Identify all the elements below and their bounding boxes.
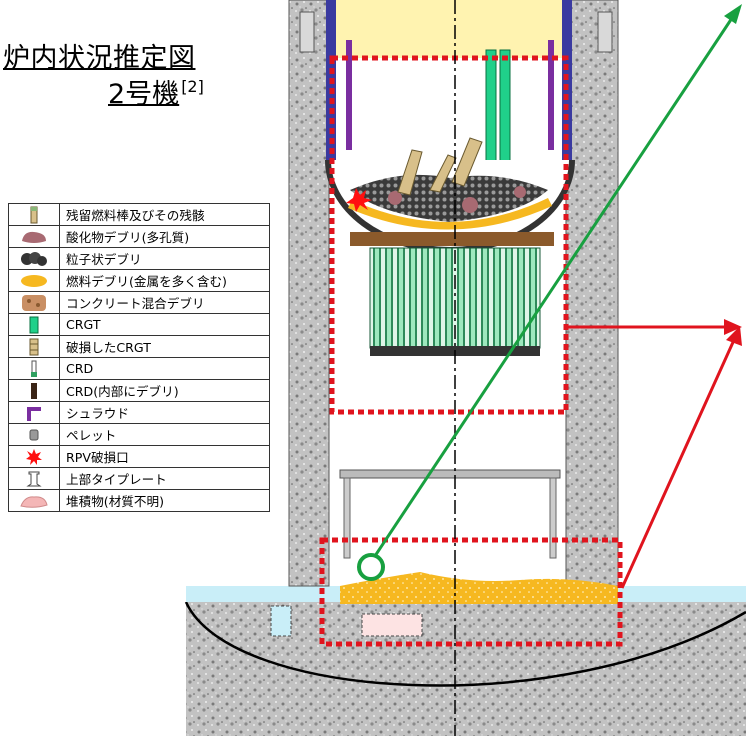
legend-label: コンクリート混合デブリ [59, 291, 270, 314]
legend-label: 粒子状デブリ [59, 247, 270, 270]
oxide-debris-lump-2 [462, 197, 478, 213]
legend-row: ペレット [8, 423, 270, 446]
crd-housing-lower [339, 469, 561, 479]
unit-name: 2号機 [108, 79, 180, 110]
legend-row: 堆積物(材質不明) [8, 489, 270, 512]
oxide-debris-icon [22, 231, 46, 243]
left-wall-upper-notch [299, 11, 315, 53]
legend-row: 破損したCRGT [8, 335, 270, 358]
right-wall-upper-notch [597, 11, 613, 53]
oxide-debris-lump-1 [388, 191, 402, 205]
crd-support-left [343, 477, 351, 559]
diagram-title: 炉内状況推定図 [3, 43, 196, 74]
residual-fuel-rods [397, 137, 483, 196]
legend-row: RPV破損口 [8, 445, 270, 468]
legend-row: コンクリート混合デブリ [8, 291, 270, 314]
legend-label: 堆積物(材質不明) [59, 489, 270, 512]
rpv-breach-mark [346, 188, 372, 212]
legend-label: CRD(内部にデブリ) [59, 379, 270, 402]
legend-label: 燃料デブリ(金属を多く含む) [59, 269, 270, 292]
dashed-box-upper [329, 55, 569, 415]
damaged-crgt-icon [29, 338, 39, 355]
unit-title: 2号機[2] [108, 72, 204, 111]
metal-debris-pedestal-floor [340, 572, 618, 604]
deposit-icon [20, 495, 48, 508]
shroud-icon [27, 406, 41, 421]
legend-label: 残留燃料棒及びその残骸 [59, 203, 270, 226]
dashed-box-lower [319, 537, 623, 647]
core-plate [350, 232, 554, 246]
sump-pit-left [270, 605, 292, 637]
crd-debris-icon [31, 382, 37, 399]
crd-support-right [549, 477, 557, 559]
legend-row: CRGT [8, 313, 270, 336]
legend-row: 残留燃料棒及びその残骸 [8, 203, 270, 226]
oxide-debris-lump-3 [514, 186, 526, 198]
shroud-right [548, 40, 554, 150]
legend-label: 酸化物デブリ(多孔質) [59, 225, 270, 248]
residual-fuel-rod-icon [30, 206, 38, 223]
red-arrow-diagonal [620, 339, 736, 589]
metal-fuel-debris-icon [21, 274, 47, 287]
sump-pit-right [361, 613, 423, 637]
left-wall [288, 0, 330, 587]
red-arrowhead-1 [724, 319, 742, 335]
legend-label: 破損したCRGT [59, 335, 270, 358]
concrete-debris-icon [22, 294, 46, 311]
legend-row: シュラウド [8, 401, 270, 424]
upper-tie-plate-icon [26, 471, 42, 486]
legend-table: 残留燃料棒及びその残骸 酸化物デブリ(多孔質) 粒子状デブリ 燃料デブリ(金属を… [8, 203, 270, 512]
legend-row: CRD(内部にデブリ) [8, 379, 270, 402]
legend-label: CRD [59, 357, 270, 380]
pellet-icon [29, 429, 39, 440]
legend-label: RPV破損口 [59, 445, 270, 468]
rpv-breach-icon [26, 448, 42, 465]
shroud-left [346, 40, 352, 150]
metal-debris-layer [348, 198, 552, 230]
bottom-concrete-pedestal [184, 586, 746, 736]
green-arrowhead [724, 4, 742, 24]
right-wall [565, 0, 619, 587]
reference-mark: [2] [181, 77, 204, 96]
legend-label: CRGT [59, 313, 270, 336]
legend-row: 燃料デブリ(金属を多く含む) [8, 269, 270, 292]
legend-row: 上部タイプレート [8, 467, 270, 490]
legend-label: ペレット [59, 423, 270, 446]
particulate-debris-icon [21, 251, 47, 266]
legend-row: 粒子状デブリ [8, 247, 270, 270]
green-target-circle [357, 553, 385, 581]
crd-icon [31, 360, 37, 377]
legend-row: CRD [8, 357, 270, 380]
red-arrowhead-2 [726, 326, 742, 346]
legend-label: シュラウド [59, 401, 270, 424]
green-arrow [373, 11, 738, 557]
legend-row: 酸化物デブリ(多孔質) [8, 225, 270, 248]
legend-label: 上部タイプレート [59, 467, 270, 490]
crgt-icon [29, 316, 39, 333]
rpv-upper-region [334, 0, 566, 58]
